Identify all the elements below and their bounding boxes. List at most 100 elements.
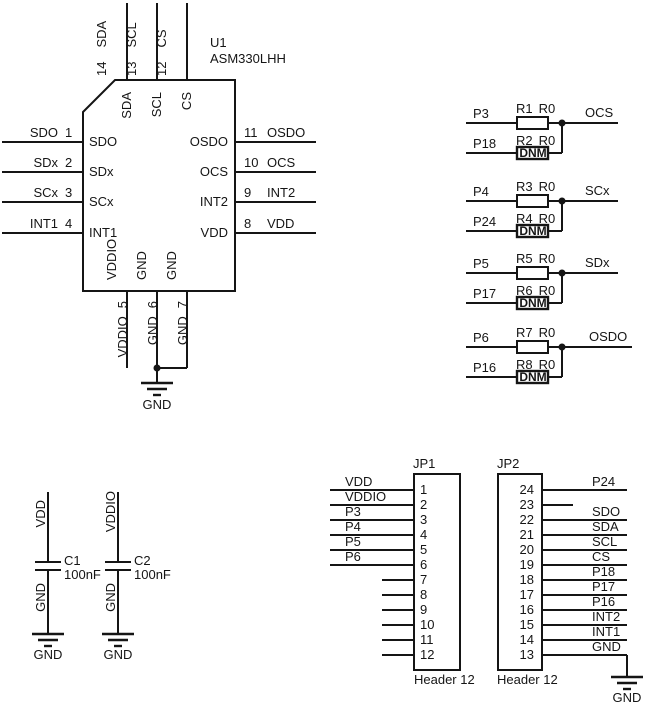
u1-pin12-ext-label: 12 CS (154, 29, 169, 76)
jp2-pin16-net-label: P16 (592, 594, 616, 609)
u1-pin3-net-label: SCx (33, 185, 58, 200)
u1-pin13-name-label: SCL (149, 92, 164, 118)
resistor-network-ocs (466, 116, 618, 161)
u1-pin11-name-label: OSDO (189, 134, 228, 149)
jp2-pin24-number: 24 (519, 482, 534, 497)
jp1-pin11-number: 11 (420, 632, 434, 647)
jp2-pin14-net-label: INT1 (592, 624, 621, 639)
jp2-pin17-net-label: P17 (592, 579, 616, 594)
u1-pin14-number: 14 (94, 61, 109, 76)
r4-dnm-label: DNM (519, 224, 547, 238)
u1-pin10-number: 10 (244, 155, 259, 170)
resistor-network-osdo (466, 340, 632, 385)
c2-gnd-label: GND (103, 647, 133, 662)
u1-pin1-number: 1 (65, 125, 73, 140)
jp1-pin7-number: 7 (420, 572, 428, 587)
c2-refdes-label: C2 (134, 553, 151, 568)
rnet3-input-bottom-label: P17 (473, 286, 497, 301)
rnet2-input-top-label: P4 (473, 184, 489, 199)
jp1-pin9-number: 9 (420, 602, 428, 617)
c2-botnet-label: GND (103, 583, 118, 612)
u1-pin8-number: 8 (244, 216, 252, 231)
u1-pin9-number: 9 (244, 185, 252, 200)
jp1-pin6-net-label: P6 (345, 549, 361, 564)
rnet3-r-top-label: R5 R0 (516, 252, 555, 266)
r6-value: R0 (538, 283, 556, 298)
u1-pin7-number: 7 (175, 301, 190, 309)
rnet1-input-bottom-label: P18 (473, 136, 497, 151)
u1-pin7-name-label: GND (164, 251, 179, 280)
u1-pin2-net-label: SDx (33, 155, 58, 170)
jp1-footprint-label: Header 12 (414, 672, 475, 687)
r6-refdes: R6 (516, 283, 533, 298)
junction-dot (153, 364, 161, 372)
u1-pin8-net-label: VDD (267, 216, 295, 231)
c1-topnet-label: VDD (33, 500, 48, 528)
rnet1-r-bottom-label: R2 R0 (516, 134, 555, 148)
r1-value: R0 (538, 101, 556, 116)
jp1-pin12-number: 12 (420, 647, 435, 662)
jp1-pin3-net-label: P3 (345, 504, 361, 519)
rnet3-input-top-label: P5 (473, 256, 489, 271)
gnd-symbol (141, 381, 173, 397)
u1-pin9-name-label: INT2 (199, 194, 228, 209)
capacitor-c1 (32, 492, 64, 648)
rnet1-input-top-label: P3 (473, 106, 489, 121)
resistor-body (516, 116, 549, 130)
u1-pin12-net-label: CS (154, 29, 169, 48)
rnet1-r-top-label: R1 R0 (516, 102, 555, 116)
u1-pin6-net-label: GND (145, 316, 160, 346)
jp2-pin22-net-label: SDO (592, 504, 621, 519)
c2-value-label: 100nF (134, 567, 171, 582)
gnd-symbol (611, 675, 643, 691)
u1-pin11-number: 11 (244, 125, 258, 140)
u1-pin3-number: 3 (65, 185, 73, 200)
gnd-symbol (102, 632, 134, 648)
jp2-pin13-number: 13 (519, 647, 534, 662)
jp2-pin20-net-label: SCL (592, 534, 618, 549)
jp2-pin23-number: 23 (519, 497, 534, 512)
jp2-pin24-net-label: P24 (592, 474, 616, 489)
jp1-pin8-number: 8 (420, 587, 428, 602)
c1-botnet-label: GND (33, 583, 48, 612)
u1-pin2-name-label: SDx (89, 164, 114, 179)
resistor-network-scx (466, 194, 618, 239)
r3-refdes: R3 (516, 179, 533, 194)
jp1-pin1-number: 1 (420, 482, 428, 497)
rnet3-output-label: SDx (585, 255, 610, 270)
rnet4-output-label: OSDO (589, 329, 628, 344)
u1-pin5-net-label: VDDIO (115, 316, 130, 358)
u1-pin5-name-label: VDDIO (104, 238, 119, 280)
jp2-pin16-number: 16 (519, 602, 534, 617)
u1-pin12-number: 12 (154, 61, 169, 76)
ic-symbol (2, 3, 316, 397)
jp2-pin21-number: 21 (519, 527, 534, 542)
r1-refdes: R1 (516, 101, 533, 116)
u1-pin10-name-label: OCS (199, 164, 228, 179)
r5-refdes: R5 (516, 251, 533, 266)
resistor-network-sdx (466, 266, 618, 311)
ic-outline (82, 79, 236, 292)
c1-value-label: 100nF (64, 567, 101, 582)
resistor-body (516, 266, 549, 280)
u1-pin10-net-label: OCS (267, 155, 296, 170)
u1-pin14-name-label: SDA (119, 92, 134, 119)
capacitor-c2 (102, 492, 134, 648)
u1-pin1-net-label: SDO (29, 125, 58, 140)
u1-part-label: ASM330LHH (210, 51, 286, 66)
u1-pin13-number: 13 (124, 61, 139, 76)
r2-refdes: R2 (516, 133, 533, 148)
u1-pin3-name-label: SCx (89, 194, 114, 209)
jp1-pin4-number: 4 (420, 527, 428, 542)
u1-pin13-ext-label: 13 SCL (124, 22, 139, 76)
jp2-pin19-number: 19 (519, 557, 534, 572)
header-body (413, 473, 461, 671)
u1-pin2-number: 2 (65, 155, 73, 170)
u1-pin5-number: 5 (115, 301, 130, 309)
jp1-refdes-label: JP1 (413, 456, 436, 471)
rnet1-output-label: OCS (585, 105, 614, 120)
u1-pin8-name-label: VDD (200, 225, 228, 240)
u1-refdes-label: U1 (210, 35, 227, 50)
